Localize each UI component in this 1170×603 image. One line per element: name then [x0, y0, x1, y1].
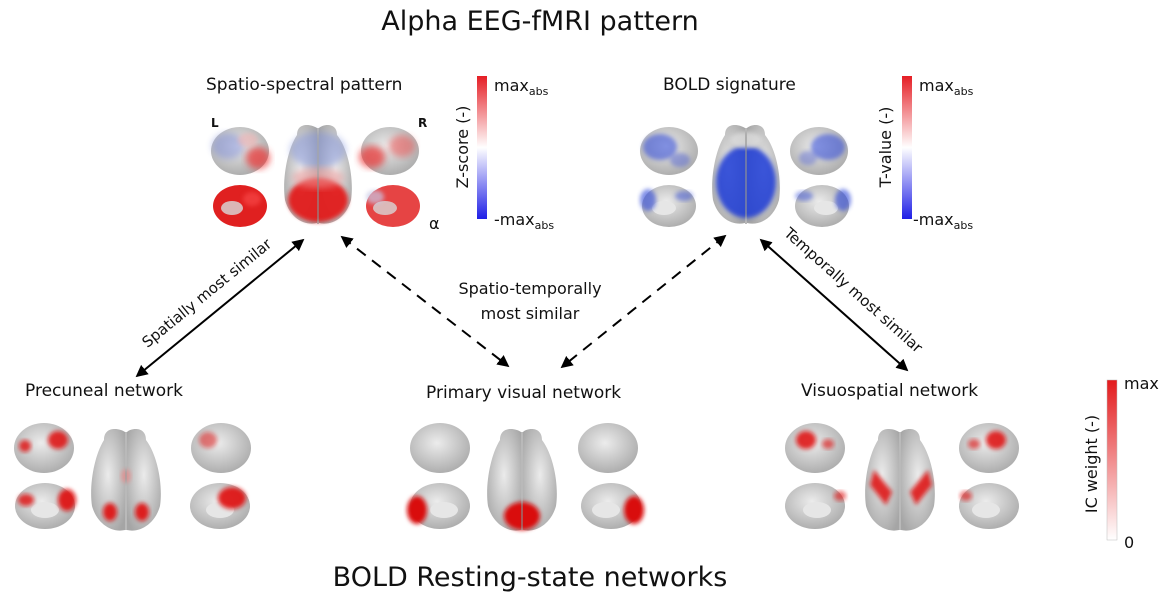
spatiotemporal-label-line2: most similar: [480, 304, 580, 323]
bottom-title: BOLD Resting-state networks: [332, 562, 728, 593]
spatiotemporal-arrow-left: [340, 235, 510, 368]
brain-right-lateral: [359, 127, 419, 175]
right-hemisphere-label: R: [418, 116, 428, 130]
bold-signature-title: BOLD signature: [663, 75, 796, 95]
spatially-similar-label: Spatially most similar: [138, 234, 275, 351]
visuospatial-left-lateral: [785, 423, 845, 473]
alpha-band-symbol: α: [429, 214, 440, 233]
bold-right-medial: [795, 185, 851, 227]
t-value-colorbar: [902, 76, 912, 219]
visuospatial-right-medial: [959, 483, 1019, 529]
visuospatial-left-medial: [785, 483, 846, 529]
ic-weight-axis-label: IC weight (-): [1082, 415, 1101, 513]
visuospatial-network-title: Visuospatial network: [801, 381, 979, 401]
precuneal-left-medial: [15, 483, 76, 529]
visual-left-lateral: [410, 423, 470, 473]
precuneal-right-medial: [190, 483, 250, 529]
bold-top-view: [712, 124, 780, 224]
z-score-max-label: maxabs: [494, 76, 549, 99]
bold-signature-brain: [640, 124, 851, 227]
visuospatial-right-lateral: [959, 423, 1019, 473]
spatiotemporal-arrow-right: [560, 234, 727, 369]
visual-right-medial: [581, 483, 644, 529]
bold-left-lateral: [640, 127, 698, 175]
spatiotemporal-label-line1: Spatio-temporally: [458, 279, 602, 298]
t-value-max-label: maxabs: [919, 76, 974, 99]
bold-right-lateral: [790, 127, 848, 175]
z-score-colorbar: [477, 76, 487, 219]
visual-right-lateral: [578, 423, 638, 473]
ic-weight-colorbar: [1106, 379, 1118, 541]
brain-top-view: [284, 124, 352, 224]
temporally-similar-label: Temporally most similar: [780, 223, 927, 357]
z-score-axis-label: Z-score (-): [453, 106, 472, 189]
brain-left-lateral: [211, 127, 270, 175]
primary-visual-network-brain: [407, 423, 644, 531]
visual-left-medial: [407, 483, 470, 529]
visual-top-view: [487, 429, 557, 531]
temporally-similar-arrow: [759, 238, 909, 372]
precuneal-network-title: Precuneal network: [25, 381, 183, 401]
brain-right-medial: [366, 185, 420, 227]
spatio-spectral-brain: [211, 124, 420, 227]
ic-weight-max-label: max: [1124, 374, 1159, 393]
precuneal-top-view: [91, 429, 161, 531]
spatiotemporal-label: Spatio-temporally most similar: [440, 276, 620, 326]
visuospatial-network-brain: [785, 423, 1019, 531]
visuospatial-top-view: [865, 429, 935, 531]
z-score-min-label: -maxabs: [494, 210, 555, 233]
brain-left-medial: [213, 185, 267, 227]
bold-left-medial: [640, 185, 696, 227]
figure-title: Alpha EEG-fMRI pattern: [381, 6, 699, 37]
t-value-axis-label: T-value (-): [876, 107, 895, 189]
precuneal-left-lateral: [14, 423, 74, 473]
spatio-spectral-title: Spatio-spectral pattern: [206, 75, 403, 95]
ic-weight-min-label: 0: [1124, 533, 1135, 552]
precuneal-network-brain: [14, 423, 251, 531]
t-value-min-label: -maxabs: [913, 210, 974, 233]
primary-visual-network-title: Primary visual network: [426, 383, 622, 403]
spatially-similar-arrow: [135, 238, 305, 378]
precuneal-right-lateral: [191, 423, 251, 473]
left-hemisphere-label: L: [211, 116, 219, 130]
